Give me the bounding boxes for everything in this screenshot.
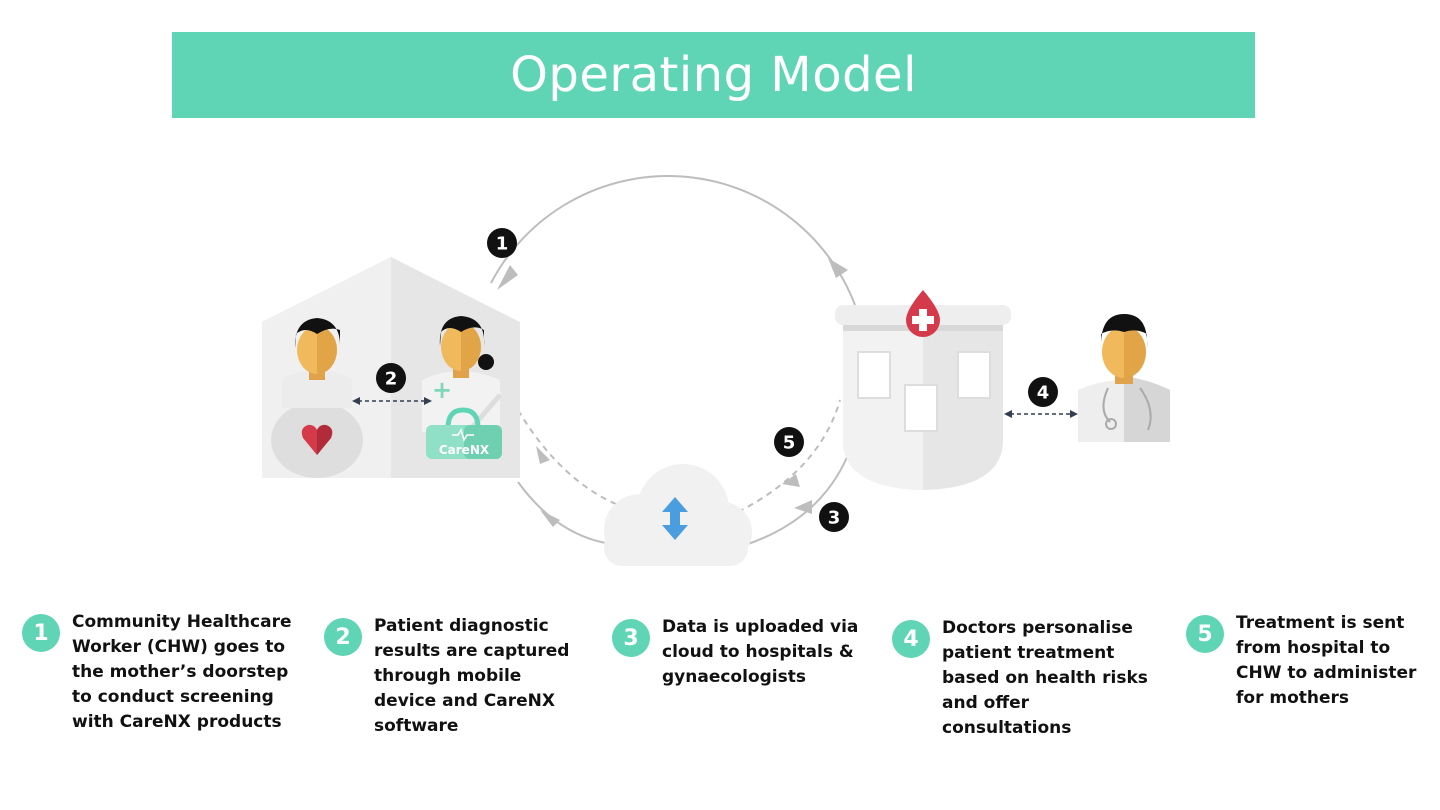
- connector-2-left-arrow: [352, 397, 360, 405]
- stethoscope-head: [1105, 418, 1117, 430]
- arrowhead-left-bottom: [540, 510, 560, 527]
- step-4-text: Doctors personalise patient treatment ba…: [942, 618, 1148, 738]
- connector-4: [1004, 410, 1078, 418]
- step-2-text: Patient diagnostic results are captured …: [374, 616, 570, 736]
- hospital-window-3: [957, 351, 991, 399]
- pulse-icon: [452, 428, 474, 442]
- arc-dashed-right: [737, 399, 841, 513]
- pen-icon: [468, 393, 502, 432]
- arc-dashed-left: [517, 409, 619, 506]
- step-3-number: 3: [612, 619, 650, 657]
- worker-hair-bun: [478, 354, 494, 370]
- worker-face-shade: [461, 323, 481, 371]
- svg-text:4: 4: [1037, 383, 1050, 404]
- mother-figure: [271, 318, 363, 478]
- connector-4-left-arrow: [1004, 410, 1012, 418]
- title-banner: Operating Model: [172, 32, 1255, 118]
- connector-2: [352, 397, 432, 405]
- drop-cross-h: [912, 316, 934, 324]
- doctor-figure: [1078, 314, 1170, 442]
- step-5: 5 Treatment is sent from hospital to CHW…: [1186, 611, 1416, 711]
- step-5-number: 5: [1186, 615, 1224, 653]
- arrowhead-dashed-left: [536, 446, 550, 464]
- diagram-badge-5: 5: [774, 427, 804, 457]
- connector-4-right-arrow: [1070, 410, 1078, 418]
- svg-text:3: 3: [828, 508, 841, 529]
- kit-handle: [445, 407, 481, 429]
- step-2: 2 Patient diagnostic results are capture…: [324, 614, 569, 739]
- plus-icon: +: [432, 376, 452, 404]
- doctor-hair: [1100, 314, 1148, 348]
- svg-text:5: 5: [783, 433, 796, 454]
- step-5-text: Treatment is sent from hospital to CHW t…: [1236, 613, 1417, 708]
- page-title: Operating Model: [510, 47, 917, 103]
- heart-shade: [317, 424, 333, 455]
- diagram-badge-4: 4: [1028, 377, 1058, 407]
- kit-box-shade: [464, 425, 502, 459]
- svg-text:2: 2: [385, 369, 398, 390]
- step-1-text: Community Healthcare Worker (CHW) goes t…: [72, 612, 292, 732]
- step-1: 1 Community Healthcare Worker (CHW) goes…: [22, 610, 292, 735]
- sync-arrow-icon: [662, 497, 688, 540]
- arc-arrowheads: [497, 258, 848, 527]
- hospital-window-1: [857, 351, 891, 399]
- mother-face-shade: [317, 326, 337, 374]
- arrowhead-right-bottom: [794, 500, 812, 514]
- mother-hair: [294, 318, 341, 348]
- step-3: 3 Data is uploaded via cloud to hospital…: [612, 615, 858, 690]
- arc-top: [490, 175, 856, 306]
- health-worker-figure: +: [422, 316, 502, 432]
- cloud-illustration: [604, 464, 752, 566]
- diagram-badge-3: 3: [819, 502, 849, 532]
- kit-label: CareNX: [439, 443, 490, 457]
- hospital-illustration: [835, 290, 1011, 490]
- diagram-badge-1: 1: [487, 228, 517, 258]
- step-4-number: 4: [892, 620, 930, 658]
- worker-hair: [439, 316, 485, 346]
- svg-text:1: 1: [496, 234, 509, 255]
- diagram-badges: 1 2 3 4 5: [376, 228, 1058, 532]
- step-2-number: 2: [324, 618, 362, 656]
- mother-body: [282, 370, 352, 408]
- arrowhead-top-right: [828, 258, 848, 278]
- carenx-kit: CareNX: [426, 407, 502, 459]
- arrowhead-dashed-right: [782, 474, 800, 487]
- hospital-window-2: [904, 384, 938, 432]
- step-1-number: 1: [22, 614, 60, 652]
- arrowhead-top-left: [497, 265, 518, 290]
- step-4: 4 Doctors personalise patient treatment …: [892, 616, 1148, 741]
- connector-2-right-arrow: [424, 397, 432, 405]
- doctor-face-shade: [1124, 326, 1146, 378]
- diagram-badge-2: 2: [376, 363, 406, 393]
- step-3-text: Data is uploaded via cloud to hospitals …: [662, 617, 859, 687]
- doctor-coat-shade: [1124, 376, 1170, 442]
